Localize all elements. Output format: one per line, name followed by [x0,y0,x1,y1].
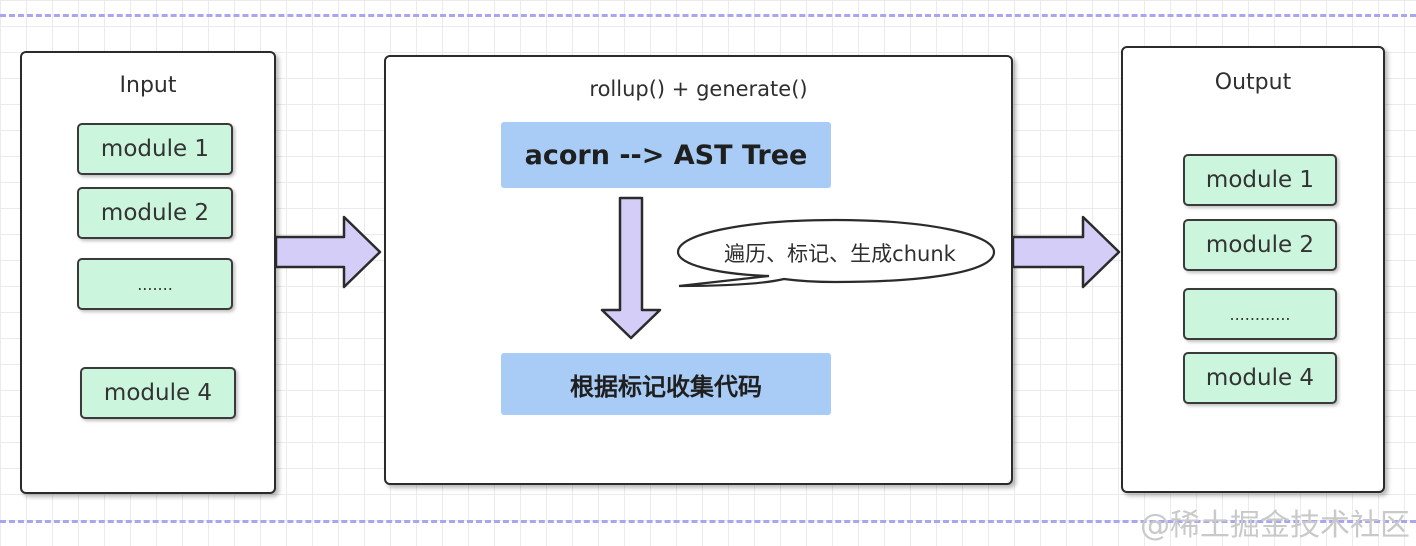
input-module-ellipsis: ....... [77,258,233,310]
input-module-2: module 2 [77,187,233,239]
output-module-1: module 1 [1183,154,1337,206]
process-title: rollup() + generate() [589,77,808,101]
output-panel: Output module 1 module 2 ............ mo… [1121,46,1385,493]
arrow-right-to-output [1011,215,1121,289]
output-module-2: module 2 [1183,219,1337,271]
input-title: Input [119,73,177,98]
input-panel: Input module 1 module 2 ....... module 4 [20,51,276,494]
speech-bubble [676,218,996,288]
input-module-4: module 4 [80,367,236,419]
top-dashed-divider [0,14,1416,17]
watermark: @稀土掘金技术社区 [1140,508,1410,543]
process-panel: rollup() + generate() acorn --> AST Tree… [384,55,1013,485]
step-collect-code: 根据标记收集代码 [501,353,831,415]
arrow-down [600,196,662,340]
bottom-dashed-divider [0,520,1416,523]
step-acorn-ast: acorn --> AST Tree [501,122,831,188]
arrow-right-to-process [274,215,382,289]
output-module-ellipsis: ............ [1183,288,1337,340]
output-module-4: module 4 [1183,352,1337,404]
input-module-1: module 1 [77,123,233,175]
speech-bubble-text: 遍历、标记、生成chunk [724,242,956,266]
output-title: Output [1214,70,1292,95]
